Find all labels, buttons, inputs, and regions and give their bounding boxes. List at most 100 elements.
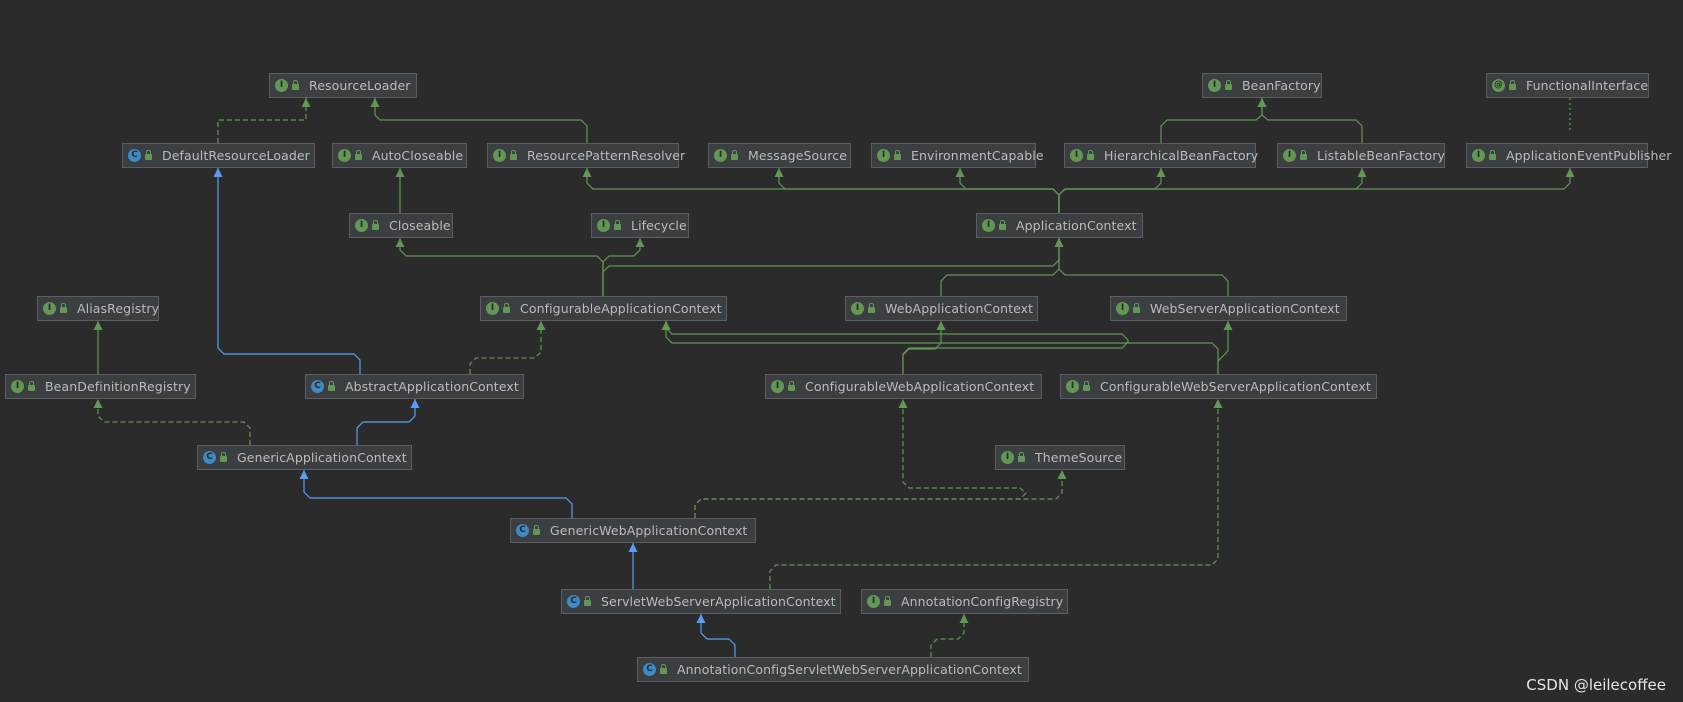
public-lock-icon (1300, 149, 1307, 160)
public-lock-icon (1087, 149, 1094, 160)
node-closeable[interactable]: I Closeable (349, 213, 453, 238)
interface-icon: I (1066, 380, 1079, 393)
node-lifecycle[interactable]: I Lifecycle (591, 213, 689, 238)
node-label: WebApplicationContext (885, 301, 1034, 316)
interface-icon: I (355, 219, 368, 232)
node-application-context[interactable]: I ApplicationContext (976, 213, 1143, 238)
node-label: ThemeSource (1035, 450, 1123, 465)
interface-icon: I (982, 219, 995, 232)
public-lock-icon (355, 149, 362, 160)
edge-extends-interface (395, 238, 604, 296)
node-bean-factory[interactable]: I BeanFactory (1202, 73, 1322, 98)
abstract-icon: C (311, 380, 324, 393)
node-label: ConfigurableWebApplicationContext (805, 379, 1035, 394)
node-label: BeanFactory (1242, 78, 1321, 93)
edge-extends-class (696, 614, 736, 657)
edge-extends-interface (602, 238, 1064, 296)
edge-extends-interface (661, 321, 1129, 374)
node-label: GenericWebApplicationContext (550, 523, 748, 538)
node-functional-interface[interactable]: @FunctionalInterface (1486, 73, 1649, 98)
class-icon: C (567, 595, 580, 608)
node-annotation-config-registry[interactable]: I AnnotationConfigRegistry (861, 589, 1068, 614)
annotation-icon: @ (1492, 79, 1505, 92)
public-lock-icon (1133, 302, 1140, 313)
node-web-application-context[interactable]: I WebApplicationContext (845, 296, 1038, 321)
edge-extends-interface (602, 238, 645, 296)
interface-icon: I (1070, 149, 1083, 162)
public-lock-icon (584, 595, 591, 606)
public-lock-icon (503, 302, 510, 313)
interface-icon: I (486, 302, 499, 315)
edge-implements (93, 399, 251, 445)
edge-extends-interface (1160, 98, 1267, 143)
node-label: ApplicationContext (1016, 218, 1137, 233)
edge-extends-class (628, 543, 638, 589)
node-label: ConfigurableApplicationContext (520, 301, 722, 316)
public-lock-icon (292, 79, 299, 90)
csdn-watermark: CSDN @leilecoffee (1526, 676, 1666, 694)
edge-extends-interface (1217, 321, 1233, 374)
public-lock-icon (60, 302, 67, 313)
interface-icon: I (851, 302, 864, 315)
interface-icon: I (877, 149, 890, 162)
node-label: Closeable (389, 218, 451, 233)
node-label: ServletWebServerApplicationContext (601, 594, 836, 609)
edge-extends-interface (93, 321, 103, 374)
node-label: MessageSource (748, 148, 848, 163)
edge-extends-interface (395, 168, 405, 213)
edge-extends-interface (1058, 168, 1166, 213)
node-label: GenericApplicationContext (237, 450, 407, 465)
edge-extends-interface (902, 321, 946, 374)
interface-icon: I (867, 595, 880, 608)
public-lock-icon (868, 302, 875, 313)
public-lock-icon (372, 219, 379, 230)
edge-extends-interface (1054, 238, 1229, 296)
node-configurable-application-context[interactable]: I ConfigurableApplicationContext (480, 296, 727, 321)
node-label: AnnotationConfigServletWebServerApplicat… (677, 662, 1022, 677)
node-servlet-web-server-application-context[interactable]: C ServletWebServerApplicationContext (561, 589, 841, 614)
node-label: AliasRegistry (77, 301, 160, 316)
public-lock-icon (894, 149, 901, 160)
edge-extends-interface (582, 168, 1060, 213)
node-label: Lifecycle (631, 218, 687, 233)
public-lock-icon (1489, 149, 1496, 160)
node-label: BeanDefinitionRegistry (45, 379, 191, 394)
node-label: ListableBeanFactory (1317, 148, 1446, 163)
public-lock-icon (510, 149, 517, 160)
interface-icon: I (1208, 79, 1221, 92)
node-hierarchical-bean-factory[interactable]: I HierarchicalBeanFactory (1064, 143, 1259, 168)
node-label: HierarchicalBeanFactory (1104, 148, 1259, 163)
node-label: WebServerApplicationContext (1150, 301, 1340, 316)
edge-implements (694, 470, 1067, 518)
interface-icon: I (597, 219, 610, 232)
public-lock-icon (1225, 79, 1232, 90)
node-label: AnnotationConfigRegistry (901, 594, 1064, 609)
edge-implements (930, 614, 969, 657)
edge-extends-interface (1058, 168, 1575, 213)
edge-implements (694, 399, 1027, 518)
edge-extends-class (299, 470, 573, 518)
edge-implements (217, 98, 311, 143)
public-lock-icon (328, 380, 335, 391)
public-lock-icon (145, 149, 152, 160)
edge-extends-interface (774, 168, 1060, 213)
